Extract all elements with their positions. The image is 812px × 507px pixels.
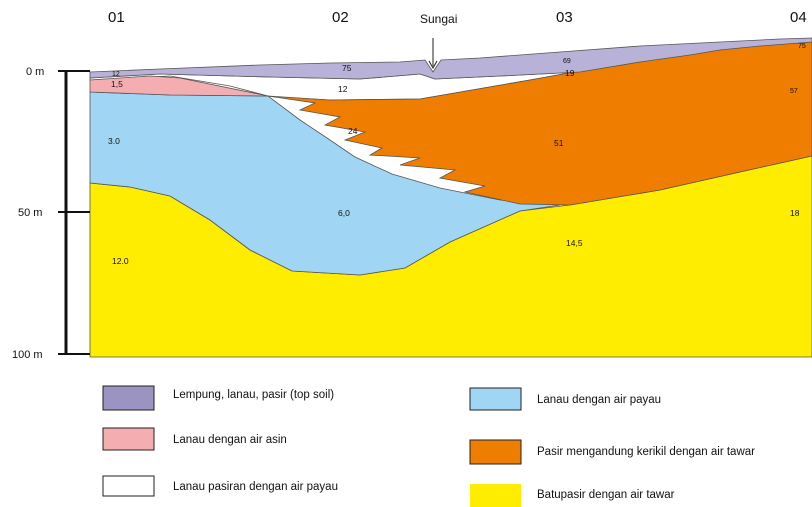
value-soil-01: 12 — [112, 71, 120, 78]
value-orange-03: 51 — [554, 138, 564, 148]
legend-label-topsoil: Lempung, lanau, pasir (top soil) — [173, 389, 334, 401]
legend-swatch-topsoil — [102, 385, 155, 411]
depth-label-100: 100 m — [12, 349, 43, 361]
legend-swatch-salt — [102, 427, 155, 451]
value-orange-tip: 24 — [348, 126, 358, 136]
legend-label-brackish: Lanau dengan air payau — [537, 394, 661, 406]
legend-swatch-sandstone — [470, 484, 521, 507]
depth-label-0: 0 m — [26, 66, 44, 78]
well-label-02: 02 — [332, 9, 349, 26]
value-pink-01: 1,5 — [111, 79, 123, 89]
well-label-03: 03 — [556, 9, 573, 26]
value-soil-04: 75 — [798, 43, 806, 50]
legend-label-salt: Lanau dengan air asin — [173, 434, 287, 446]
well-label-04: 04 — [790, 9, 807, 26]
value-soil-02: 75 — [342, 63, 352, 73]
value-white-03: 19 — [565, 68, 575, 78]
value-yellow-01: 12.0 — [112, 256, 129, 266]
layer-brackish-silt — [89, 91, 561, 276]
legend-swatch-gravel — [469, 439, 522, 465]
layer-topsoil — [89, 37, 812, 80]
legend-label-white: Lanau pasiran dengan air payau — [173, 481, 338, 493]
value-white-02: 12 — [338, 84, 348, 94]
value-blue-01: 3.0 — [108, 136, 120, 146]
value-orange-04: 57 — [790, 88, 798, 95]
legend-label-sandstone: Batupasir dengan air tawar — [537, 489, 675, 501]
legend: Lempung, lanau, pasir (top soil) Lanau d… — [102, 385, 755, 507]
river-label: Sungai — [420, 12, 457, 26]
value-yellow-04: 18 — [790, 208, 800, 218]
value-soil-03: 69 — [563, 58, 571, 65]
well-label-01: 01 — [108, 9, 125, 26]
depth-label-50: 50 m — [18, 207, 42, 219]
legend-swatch-white — [102, 475, 155, 497]
value-yellow-03: 14,5 — [566, 238, 583, 248]
value-blue-02: 6,0 — [338, 208, 350, 218]
river-arrowhead — [428, 60, 438, 70]
legend-label-gravel: Pasir mengandung kerikil dengan air tawa… — [537, 446, 755, 458]
legend-swatch-brackish — [469, 387, 522, 411]
